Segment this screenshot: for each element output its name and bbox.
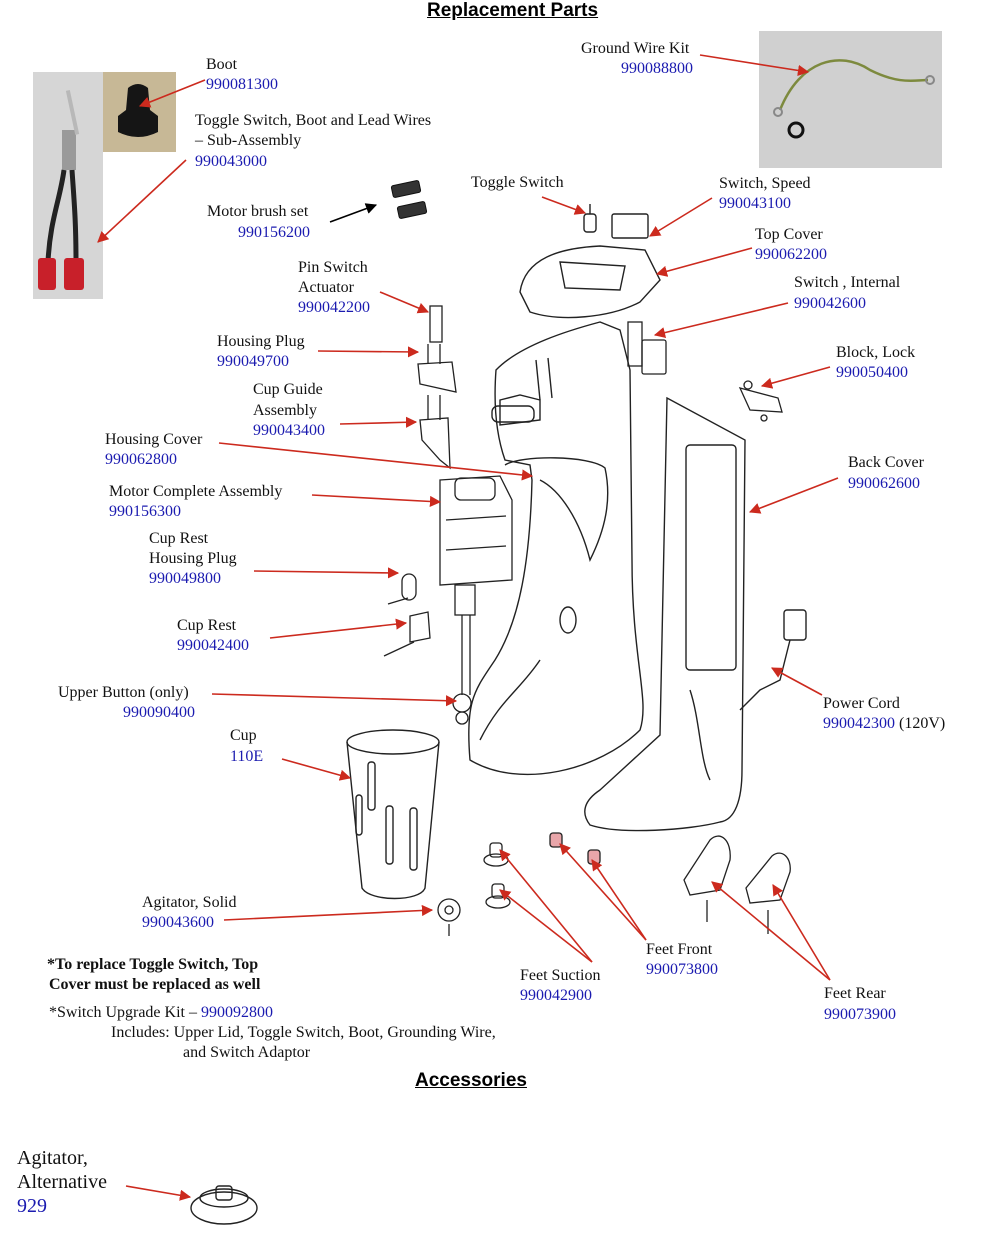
cup-rest-plug-label-2: Housing Plug: [149, 550, 237, 567]
feet-rear-label: Feet Rear: [824, 985, 886, 1002]
toggle-sub-label-2: – Sub-Assembly: [195, 132, 302, 149]
toggle-sub-label: Toggle Switch, Boot and Lead Wires: [195, 112, 432, 129]
agitator-solid-label: Agitator, Solid: [142, 894, 237, 911]
feet-drawing: [483, 832, 791, 934]
upgrade-kit-line: *Switch Upgrade Kit – 990092800: [49, 1003, 273, 1023]
boot-photo: [103, 72, 176, 152]
ground-wire-part-number: 990088800: [621, 60, 693, 77]
housing-plug-label: Housing Plug: [217, 333, 305, 350]
housing-cover-label: Housing Cover: [105, 431, 203, 448]
replacement-parts-heading: Replacement Parts: [427, 0, 599, 21]
cup-rest-part-number: 990042400: [177, 637, 249, 654]
warning-note-line2: Cover must be replaced as well: [49, 976, 261, 993]
feet-suction-part-number: 990042900: [520, 987, 592, 1004]
agitator-alternative-drawing: [190, 1185, 258, 1225]
toggle-switch-label: Toggle Switch: [471, 174, 564, 191]
top-cover-part-number: 990062200: [755, 246, 827, 263]
housing-cover-part-number: 990062800: [105, 451, 177, 468]
pin-switch-label-2: Actuator: [298, 279, 354, 296]
pin-switch-part-number: 990042200: [298, 299, 370, 316]
switch-internal-label: Switch , Internal: [794, 274, 901, 291]
feet-front-part-number: 990073800: [646, 961, 718, 978]
power-cord-part-number: 990042300: [823, 715, 895, 732]
switch-internal-part-number: 990042600: [794, 295, 866, 312]
motor-brush-drawing: [390, 180, 428, 219]
accessories-heading: Accessories: [415, 1070, 527, 1091]
upgrade-kit-label: *Switch Upgrade Kit –: [49, 1004, 201, 1021]
cup-guide-label: Cup Guide: [253, 381, 323, 398]
feet-front-label: Feet Front: [646, 941, 713, 958]
cup-drawing: [346, 729, 440, 900]
back-cover-drawing: [584, 396, 807, 832]
cup-label: Cup: [230, 727, 257, 744]
motor-complete-label: Motor Complete Assembly: [109, 483, 283, 500]
agitator-alternative-part-number: 929: [17, 1195, 47, 1217]
lock-block-drawing: [738, 380, 783, 422]
power-cord-voltage: (120V): [895, 715, 946, 732]
cup-guide-part-number: 990043400: [253, 422, 325, 439]
upgrade-kit-part-number: 990092800: [200, 1004, 273, 1021]
motor-brush-label: Motor brush set: [207, 203, 309, 220]
top-cover-drawing: [519, 204, 661, 319]
ground-wire-photo: [759, 31, 942, 168]
feet-suction-label: Feet Suction: [520, 967, 601, 984]
housing-cover-drawing: [468, 321, 644, 776]
brush-leader-arrow: [329, 203, 378, 223]
small-parts-drawing: [417, 305, 457, 470]
power-cord-number-line: 990042300 (120V): [823, 714, 945, 734]
pin-switch-label: Pin Switch: [298, 259, 368, 276]
switch-speed-part-number: 990043100: [719, 195, 791, 212]
switch-speed-label: Switch, Speed: [719, 175, 811, 192]
block-lock-part-number: 990050400: [836, 364, 908, 381]
internal-switch-drawing: [627, 321, 667, 375]
back-cover-label: Back Cover: [848, 454, 924, 471]
housing-plug-part-number: 990049700: [217, 353, 289, 370]
upper-button-label: Upper Button (only): [58, 684, 189, 701]
toggle-switch-photo: [33, 72, 103, 299]
cup-rest-plug-label: Cup Rest: [149, 530, 209, 547]
motor-drawing: [439, 475, 513, 725]
cup-guide-label-2: Assembly: [253, 402, 317, 419]
warning-note-line1: *To replace Toggle Switch, Top: [47, 956, 259, 973]
leader-arrows: [97, 54, 839, 1201]
top-cover-label: Top Cover: [755, 226, 823, 243]
back-cover-part-number: 990062600: [848, 475, 920, 492]
upper-button-part-number: 990090400: [123, 704, 195, 721]
motor-complete-part-number: 990156300: [109, 503, 181, 520]
cup-rest-plug-part-number: 990049800: [149, 570, 221, 587]
agitator-alternative-label: Agitator,: [17, 1147, 88, 1169]
motor-brush-part-number: 990156200: [238, 224, 310, 241]
upgrade-kit-includes-1: Includes: Upper Lid, Toggle Switch, Boot…: [111, 1024, 496, 1041]
agitator-solid-drawing: [437, 898, 461, 936]
power-cord-label: Power Cord: [823, 695, 900, 712]
boot-label: Boot: [206, 56, 238, 73]
block-lock-label: Block, Lock: [836, 344, 916, 361]
boot-part-number: 990081300: [206, 76, 278, 93]
agitator-solid-part-number: 990043600: [142, 914, 214, 931]
cup-rest-drawing: [383, 573, 431, 657]
cup-rest-label: Cup Rest: [177, 617, 237, 634]
upgrade-kit-includes-2: and Switch Adaptor: [183, 1044, 311, 1061]
cup-part-number: 110E: [230, 748, 264, 765]
agitator-alternative-label-2: Alternative: [17, 1171, 107, 1193]
toggle-sub-part-number: 990043000: [195, 153, 267, 170]
ground-wire-label: Ground Wire Kit: [581, 40, 690, 57]
feet-rear-part-number: 990073900: [824, 1006, 896, 1023]
